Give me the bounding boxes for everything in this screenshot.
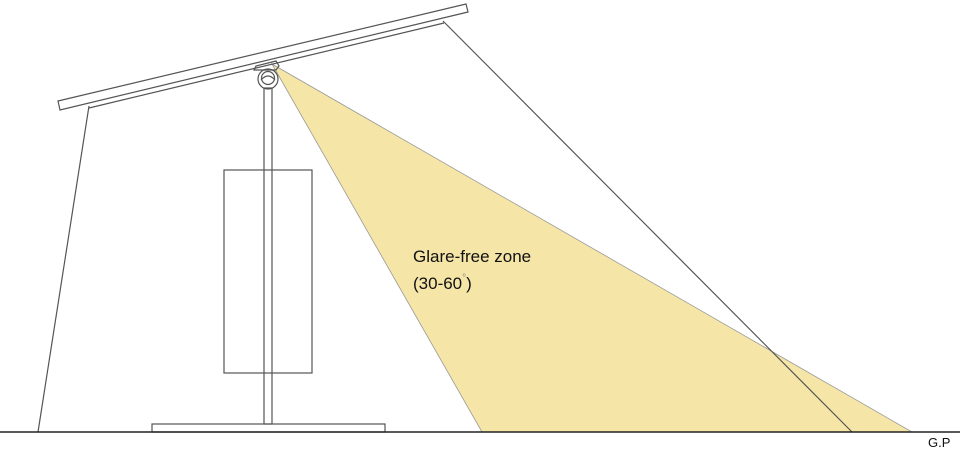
light-cone-glare-free-zone bbox=[270, 62, 914, 433]
panel-frame-rail bbox=[88, 22, 445, 109]
signboard bbox=[223, 169, 313, 374]
lamp-head bbox=[253, 60, 280, 90]
zone-label-title: Glare-free zone bbox=[413, 247, 531, 266]
ground-plane-label: G.P bbox=[928, 435, 950, 450]
left-support-strut bbox=[37, 105, 90, 433]
pole-base bbox=[151, 423, 386, 433]
zone-label-angle: (30-60°) bbox=[413, 273, 472, 293]
pole bbox=[263, 87, 273, 425]
right-support-cable bbox=[442, 20, 853, 433]
canopy-panel bbox=[57, 3, 469, 111]
